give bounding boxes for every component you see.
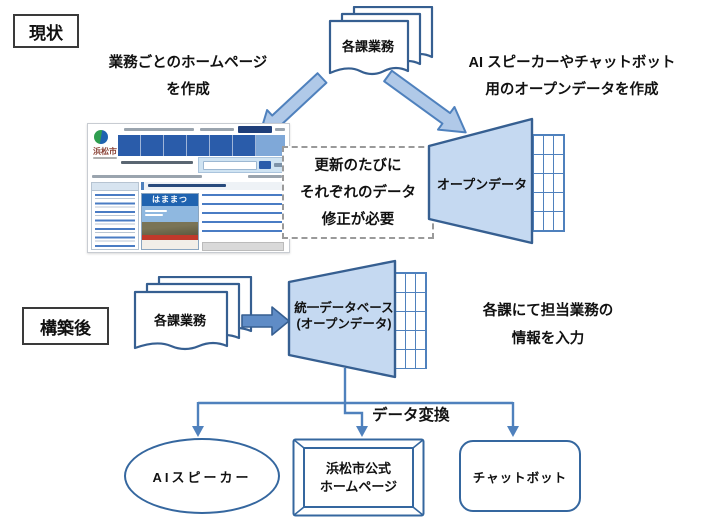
after-build-tag: 構築後: [22, 307, 109, 345]
document-stack-current: 各課業務: [328, 6, 434, 86]
content-title-bar: [141, 182, 287, 190]
sidebar-header: [92, 183, 138, 191]
current-state-tag: 現状: [13, 14, 79, 48]
document-stack-icon: [133, 276, 253, 351]
unified-db-label: 統一データベース (オープンデータ): [292, 300, 396, 332]
website-navbar: [118, 135, 256, 156]
sidebar-menu: [91, 182, 139, 250]
output-official-homepage-line2: ホームページ: [319, 479, 398, 494]
magazine-mountain: [142, 222, 198, 235]
magazine-sky: [142, 206, 198, 222]
opendata-funnel-shape: [427, 117, 534, 245]
utility-links-bar2: [200, 128, 234, 131]
logo-caption-bar: [93, 157, 117, 159]
unified-db-label-line1: 統一データベース: [294, 301, 394, 315]
note-create-homepage: 業務ごとのホームページ を作成: [88, 50, 288, 104]
utility-links-bar: [124, 128, 194, 131]
note-ai-opendata-line1: AI スピーカーやチャットボット: [468, 55, 676, 71]
data-table-icon-bottom: [394, 272, 427, 369]
update-needed-line2: それぞれのデータ: [300, 185, 416, 201]
output-official-homepage: 浜松市公式 ホームページ: [292, 438, 425, 517]
document-stack-after: 各課業務: [133, 276, 253, 362]
data-table-icon-top: [532, 134, 565, 232]
arrow-right-icon: [241, 306, 290, 336]
magazine-caption-bar1: [145, 210, 167, 212]
city-website-screenshot: 浜松市 はままつ: [87, 123, 290, 253]
opendata-funnel-label: オープンデータ: [436, 177, 528, 192]
search-input-mock: [203, 161, 257, 170]
utility-badge: [238, 126, 272, 133]
update-needed-callout: 更新のたびに それぞれのデータ 修正が必要: [282, 146, 434, 239]
magazine-caption-bar2: [145, 214, 163, 216]
note-input-info: 各課にて担当業務の 情報を入力: [448, 297, 648, 353]
data-conversion-label: データ変換: [372, 407, 450, 424]
document-stack-current-label: 各課業務: [341, 39, 394, 54]
pdf-button-mock: [202, 242, 284, 251]
unified-db-label-line2: (オープンデータ): [296, 317, 392, 331]
note-input-info-line1: 各課にて担当業務の: [482, 303, 614, 319]
content-title-text-bar: [148, 184, 226, 187]
search-extra-bar: [274, 163, 283, 167]
output-chatbot-label: チャットボット: [472, 470, 568, 485]
note-ai-opendata-line2: 用のオープンデータを作成: [485, 82, 659, 98]
document-stack-icon: [328, 6, 434, 76]
city-logo-text: 浜松市: [93, 147, 117, 156]
magazine-cover-image: はままつ: [141, 193, 199, 250]
address-bar: [121, 161, 193, 164]
note-input-info-line2: 情報を入力: [511, 331, 585, 347]
output-ai-speaker: AIスピーカー: [124, 438, 280, 514]
output-chatbot: チャットボット: [459, 440, 581, 512]
content-link-list: [202, 194, 282, 239]
city-logo-icon: [94, 130, 108, 144]
search-panel: [198, 157, 287, 173]
magazine-building: [142, 235, 198, 249]
website-navbar-language: [256, 135, 285, 156]
output-official-homepage-line1: 浜松市公式: [325, 461, 391, 476]
arrow-to-opendata-icon: [383, 70, 467, 134]
connector-tree: [192, 368, 519, 437]
frame-icon: [292, 438, 425, 517]
search-button-mock: [259, 161, 271, 169]
sidebar-links: [95, 192, 135, 249]
utility-links-bar3: [275, 128, 285, 131]
breadcrumb-bar: [92, 175, 202, 178]
breadcrumb-bar2: [248, 175, 282, 178]
update-needed-line3: 修正が必要: [321, 212, 395, 228]
note-create-homepage-line1: 業務ごとのホームページ: [108, 55, 268, 71]
update-needed-line1: 更新のたびに: [314, 158, 402, 174]
document-stack-after-label: 各課業務: [153, 313, 206, 328]
note-ai-opendata: AI スピーカーやチャットボット 用のオープンデータを作成: [440, 50, 704, 104]
magazine-title: はままつ: [142, 194, 198, 206]
unified-db-funnel-shape: [287, 259, 397, 379]
output-ai-speaker-label: AIスピーカー: [152, 469, 252, 485]
note-create-homepage-line2: を作成: [166, 82, 210, 98]
